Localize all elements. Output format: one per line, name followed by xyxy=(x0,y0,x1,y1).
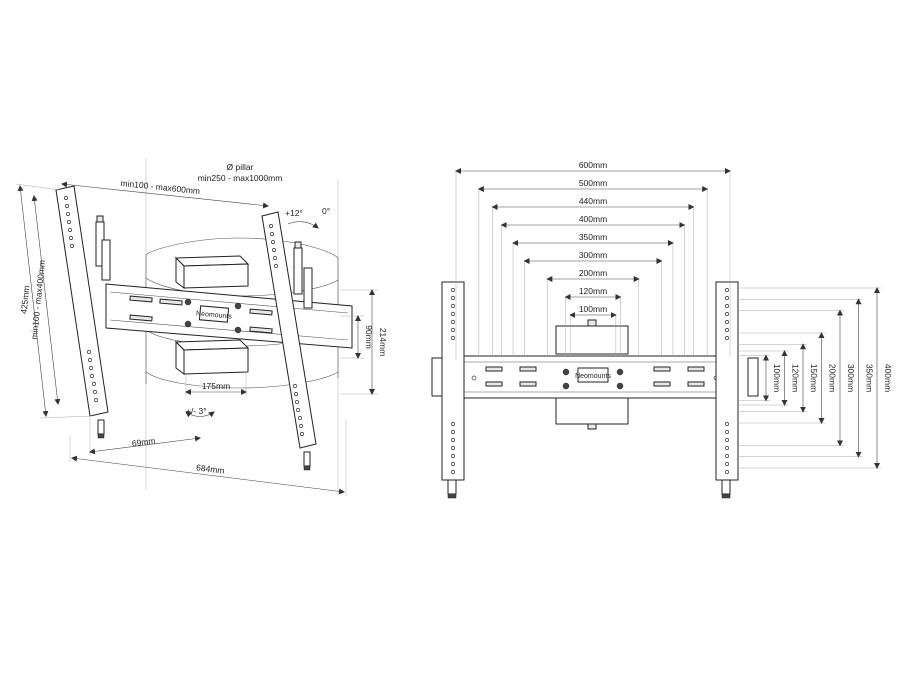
horizontal-dimensions: 600mm 500mm 440mm 400mm 350mm 300mm 200mm 120mm… xyxy=(455,160,731,360)
v-dim-label: 400mm xyxy=(883,364,893,392)
left-brand-logo: Neomounts xyxy=(196,310,233,320)
v-dim-label: 100mm xyxy=(772,364,782,392)
width-175-label: 175mm xyxy=(202,381,230,391)
clamp-bottom-front xyxy=(555,395,629,425)
right-brand-logo: Neomounts xyxy=(575,373,611,380)
right-strap xyxy=(261,211,317,471)
left-strap xyxy=(55,185,111,439)
v-dim-label: 300mm xyxy=(846,364,856,392)
offset-69-label: 69mm xyxy=(131,436,156,449)
front-left-strap xyxy=(441,281,465,499)
h-dim-label: 120mm xyxy=(579,286,607,296)
tilt-up-label: +12° xyxy=(285,208,303,218)
pillar-title: Ø pillar xyxy=(227,162,254,172)
width-range-label: min100 - max600mm xyxy=(120,178,200,196)
clamp-top-front xyxy=(555,325,629,355)
height-outer-label: 425mm xyxy=(19,285,32,314)
height-range-label: min100 - max400mm xyxy=(29,259,47,339)
h-dim-label: 440mm xyxy=(579,196,607,206)
front-rail: Neomounts xyxy=(431,355,759,399)
h-dim-label: 400mm xyxy=(579,214,607,224)
pillar-clamp-bottom xyxy=(174,339,250,375)
height-214-label: 214mm xyxy=(378,328,388,356)
width-684-label: 684mm xyxy=(196,462,225,475)
v-dim-label: 350mm xyxy=(865,364,875,392)
h-dim-label: 600mm xyxy=(579,160,607,170)
tilt-zero-label: 0° xyxy=(322,206,330,216)
h-dim-label: 350mm xyxy=(579,232,607,242)
vertical-dimensions: 100mm 120mm 150mm 200mm 300mm 350mm 400mm xyxy=(738,287,893,469)
left-view: Neomounts xyxy=(15,158,388,496)
h-dim-label: 300mm xyxy=(579,250,607,260)
mount-arm: Neomounts xyxy=(105,283,353,349)
pillar-range: min250 - max1000mm xyxy=(198,173,283,183)
h-dim-label: 200mm xyxy=(579,268,607,278)
v-dim-label: 150mm xyxy=(809,364,819,392)
height-90-label: 90mm xyxy=(364,325,374,349)
h-dim-label: 500mm xyxy=(579,178,607,188)
h-dim-label: 100mm xyxy=(579,304,607,314)
v-dim-label: 120mm xyxy=(791,364,801,392)
pillar-clamp-top xyxy=(174,255,250,289)
right-view: Neomounts xyxy=(431,160,893,499)
tilt-down-label: +/- 3° xyxy=(186,406,207,416)
front-right-strap xyxy=(715,281,739,499)
v-dim-label: 200mm xyxy=(828,364,838,392)
